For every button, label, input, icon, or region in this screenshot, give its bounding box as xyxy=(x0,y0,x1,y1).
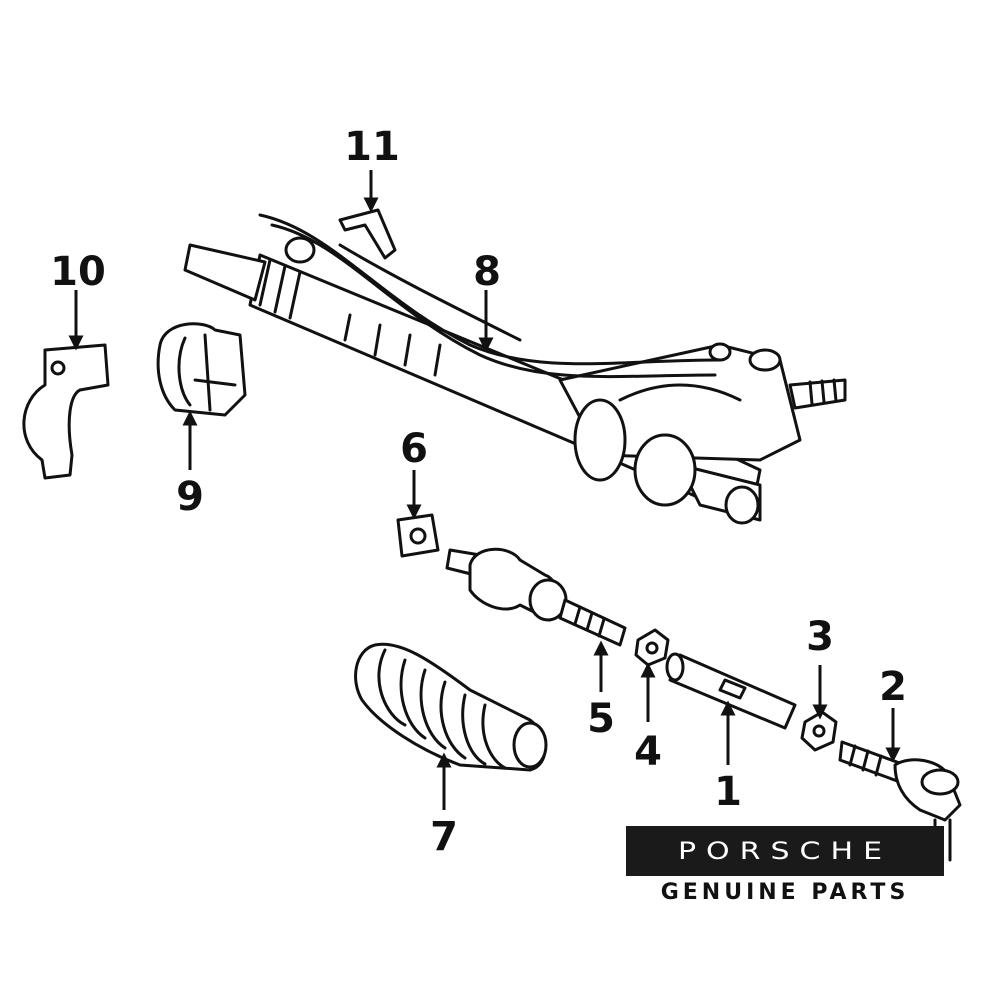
callout-8: 8 xyxy=(473,249,501,295)
callout-11: 11 xyxy=(344,124,400,170)
steering-rack-housing xyxy=(183,213,847,525)
brand-tagline: GENUINE PARTS xyxy=(660,880,910,905)
bellows-boot xyxy=(354,642,548,772)
jam-nut xyxy=(634,628,670,667)
callout-2: 2 xyxy=(879,664,907,710)
porsche-logo: PORSCHE xyxy=(626,826,944,876)
callout-6: 6 xyxy=(400,426,428,472)
mount-bushing xyxy=(156,322,247,417)
tie-rod-nut xyxy=(800,710,838,752)
lock-plate xyxy=(396,513,440,558)
inner-tie-rod xyxy=(445,547,627,647)
callout-3: 3 xyxy=(806,614,834,660)
callout-4: 4 xyxy=(634,729,662,775)
mounting-clamp xyxy=(22,343,110,480)
brand-wordmark: PORSCHE xyxy=(677,837,893,865)
callout-10: 10 xyxy=(50,249,106,295)
callout-1: 1 xyxy=(714,769,742,815)
callout-9: 9 xyxy=(176,474,204,520)
outer-tie-rod-end xyxy=(838,740,962,862)
adjusting-sleeve xyxy=(665,652,797,730)
callout-5: 5 xyxy=(587,696,615,742)
callout-7: 7 xyxy=(430,814,458,860)
